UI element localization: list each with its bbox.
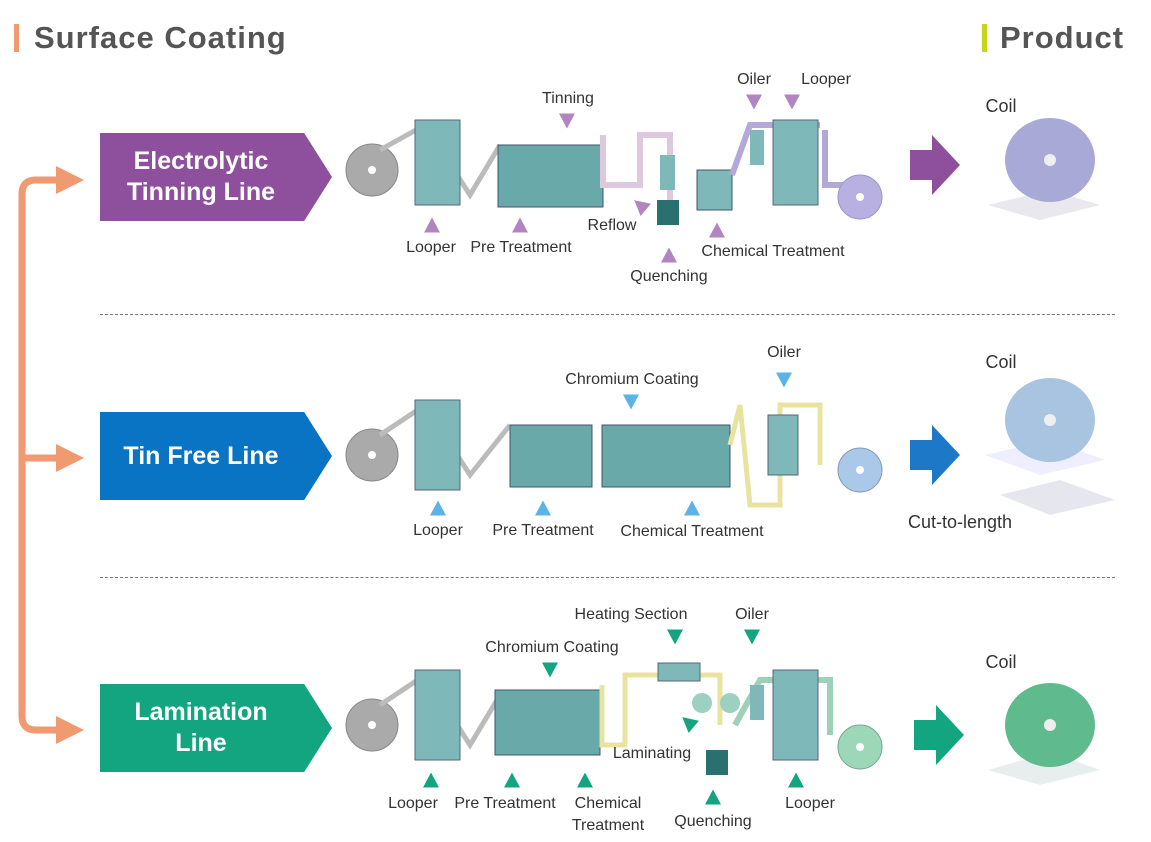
pointer-triangle-icon (512, 217, 528, 233)
tfs-line-name: Tin Free Line (123, 441, 279, 470)
label-chemical-treatment: Chemical Treatment (620, 523, 764, 540)
arrow-right-icon (910, 135, 960, 195)
arrow-icon-lam (56, 716, 84, 744)
coil-tfs-icon (985, 378, 1115, 515)
pointer-triangle-icon (559, 113, 575, 129)
divider (100, 314, 1115, 315)
label-chemical-treatment: Chemical Treatment (701, 243, 845, 260)
label-oiler: Oiler (767, 344, 801, 361)
divider (100, 577, 1115, 578)
label-quenching: Quenching (630, 268, 708, 285)
product-coil-etl: Coil (985, 96, 1017, 116)
lam-line-name: Lamination Line (134, 698, 268, 757)
label-reflow: Reflow (587, 217, 637, 234)
pointer-triangle-icon (784, 94, 800, 110)
pointer-triangle-icon (430, 500, 446, 516)
label-laminating: Laminating (612, 745, 692, 762)
pointer-triangle-icon (776, 372, 792, 388)
pointer-triangle-icon (709, 222, 725, 238)
label-pre-treatment: Pre Treatment (470, 239, 572, 256)
tfs-line-label: Tin Free Line (100, 412, 332, 500)
pointer-triangle-icon (684, 500, 700, 516)
etl-line-label: Electrolytic Tinning Line (100, 133, 332, 221)
label-heating-section: Heating Section (574, 606, 688, 623)
pointer-triangle-icon (661, 247, 677, 263)
label-oiler: Oiler (737, 71, 771, 88)
etl-line-name: Electrolytic Tinning Line (126, 147, 276, 206)
pointer-triangle-icon (744, 629, 760, 645)
product-coil-lam: Coil (985, 652, 1017, 672)
label-tinning: Tinning (542, 90, 594, 107)
lam-machinery-illustration (345, 662, 883, 775)
pointer-triangle-icon (542, 662, 558, 678)
pointer-triangle-icon (423, 772, 439, 788)
label-pre-treatment: Pre Treatment (454, 795, 556, 812)
pointer-triangle-icon (577, 772, 593, 788)
arrow-icon-etl (56, 166, 84, 194)
coil-lam-icon (988, 683, 1100, 785)
pointer-triangle-icon (788, 772, 804, 788)
pointer-triangle-icon (746, 94, 762, 110)
label-looper: Looper (406, 239, 456, 256)
label-chromium-coating: Chromium Coating (485, 639, 619, 656)
label-pre-treatment: Pre Treatment (492, 522, 594, 539)
arrow-icon-tfs (56, 444, 84, 472)
bracket-arrows (18, 166, 84, 744)
label-chemical-treatment: Chemical Treatment (571, 795, 645, 834)
product-coil-tfs: Coil (985, 352, 1017, 372)
tfs-machinery-illustration (345, 399, 883, 508)
product-accent-bar (982, 24, 987, 52)
arrow-right-icon (910, 425, 960, 485)
label-looper-right: Looper (785, 795, 835, 812)
coil-etl-icon (988, 118, 1100, 220)
pointer-triangle-icon (623, 394, 639, 410)
etl-machinery-illustration (345, 119, 883, 225)
pointer-triangle-icon (424, 217, 440, 233)
surface-coating-title: Surface Coating (34, 20, 287, 55)
label-oiler: Oiler (735, 606, 769, 623)
arrow-right-icon (914, 705, 964, 765)
label-looper: Looper (388, 795, 438, 812)
product-cut-to-length: Cut-to-length (907, 512, 1013, 532)
pointer-triangle-icon (667, 629, 683, 645)
label-looper: Looper (413, 522, 463, 539)
pointer-triangle-icon (535, 500, 551, 516)
product-title: Product (1000, 20, 1125, 55)
products-illustration (910, 118, 1115, 785)
pointer-triangle-icon (504, 772, 520, 788)
label-looper-top: Looper (801, 71, 851, 88)
title-accent-bar (14, 24, 19, 52)
lam-line-label: Lamination Line (100, 684, 332, 772)
label-chromium-coating: Chromium Coating (565, 371, 699, 388)
label-quenching: Quenching (674, 813, 752, 830)
pointer-triangle-icon (705, 789, 721, 805)
